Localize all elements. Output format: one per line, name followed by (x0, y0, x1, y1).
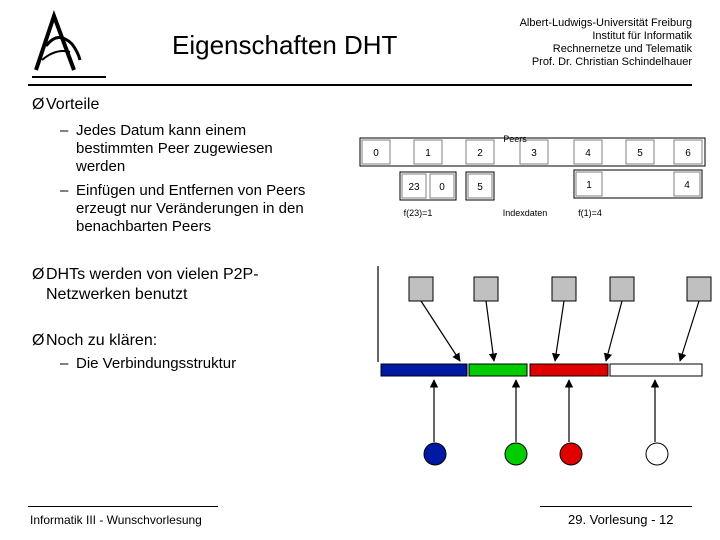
indexdaten-label: Indexdaten (503, 208, 548, 218)
sub-bullet: – Die Verbindungsstruktur (60, 355, 360, 375)
arrow (678, 300, 700, 362)
peer-cell (673, 139, 703, 165)
sub-bullet-line: Jedes Datum kann einem (76, 122, 247, 139)
value-cell (575, 171, 603, 197)
institution-line: Rechnernetze und Telematik (552, 43, 692, 55)
institution-block: Albert-Ludwigs-Universität Freiburg Inst… (520, 17, 692, 69)
dash-icon: – (60, 355, 69, 372)
footer-rule-left (28, 506, 218, 507)
peer-square (609, 276, 635, 302)
arrow (485, 300, 498, 362)
peer-square (686, 276, 712, 302)
bullet-vorteile: ØVorteile (32, 96, 99, 114)
range-segment-red (529, 363, 609, 377)
dash-icon: – (60, 122, 69, 139)
sub-bullet: – Einfügen und Entfernen von Peers erzeu… (60, 182, 360, 242)
bullet-text-continued: Netzwerken benutzt (46, 286, 188, 303)
peer-square (408, 276, 434, 302)
data-item-white (645, 442, 669, 466)
peer-id: 6 (685, 148, 691, 159)
range-segment-white (609, 363, 703, 377)
sub-bullet-line: Die Verbindungsstruktur (76, 355, 237, 372)
value-number: 5 (477, 182, 483, 193)
data-arrows (429, 379, 660, 442)
value-row: 23 0 5 1 4 (399, 169, 703, 201)
arrow (420, 300, 461, 362)
peer-row: 0 1 2 3 4 5 6 (359, 137, 706, 167)
peer-arrows (377, 266, 700, 362)
peer-cell (361, 139, 391, 165)
range-segment-green (468, 363, 528, 377)
peer-id: 0 (373, 148, 379, 159)
bullet-text: Vorteile (46, 96, 100, 113)
sub-bullet-line: Einfügen und Entfernen von Peers (76, 182, 306, 199)
footer-slide-number: 29. Vorlesung - 12 (568, 512, 674, 527)
arrow (551, 300, 565, 362)
hash-range-bar (380, 363, 703, 377)
sub-bullet-line: bestimmten Peer zugewiesen (76, 140, 273, 157)
peer-cell (465, 139, 495, 165)
hash-label-f23: f(23)=1 (404, 208, 433, 218)
peer-square (473, 276, 499, 302)
data-item-green (504, 442, 528, 466)
peer-square (551, 276, 577, 302)
value-number: 0 (439, 182, 445, 193)
value-cell (401, 173, 427, 199)
peer-row-border (359, 137, 706, 167)
bullet-dhts: ØDHTs werden von vielen P2P- (32, 266, 259, 284)
value-group-border (399, 171, 457, 201)
peer-id: 3 (531, 148, 537, 159)
data-item-blue (423, 442, 447, 466)
peer-cell (573, 139, 603, 165)
peer-id: 4 (585, 148, 591, 159)
peer-id: 2 (477, 148, 483, 159)
dash-icon: – (60, 182, 69, 199)
peers-label: Peers (503, 134, 527, 144)
institution-line: Institut für Informatik (592, 30, 692, 42)
bullet-text: Noch zu klären: (46, 332, 158, 349)
sub-bullet-line: benachbarten Peers (76, 218, 212, 235)
uni-freiburg-logo-icon (32, 9, 106, 78)
value-number: 1 (586, 180, 592, 191)
value-group-border (465, 171, 495, 201)
sub-bullet-line: werden (76, 158, 126, 175)
institution-line: Prof. Dr. Christian Schindelhauer (531, 56, 692, 68)
data-items (423, 442, 669, 466)
sub-bullet: – Jedes Datum kann einem bestimmten Peer… (60, 122, 360, 182)
peer-id: 1 (425, 148, 431, 159)
arrow (603, 300, 623, 362)
bullet-arrow-icon: Ø (32, 266, 45, 283)
peer-cell (519, 139, 549, 165)
header-rule (28, 84, 692, 86)
peer-squares (408, 276, 712, 302)
page-title: Eigenschaften DHT (172, 30, 398, 60)
bullet-arrow-icon: Ø (32, 96, 45, 113)
peer-cell (413, 139, 443, 165)
value-number: 4 (684, 180, 690, 191)
footer-rule-right (540, 506, 692, 507)
value-cell (429, 173, 455, 199)
value-number: 23 (408, 182, 420, 193)
hash-label-f1: f(1)=4 (578, 208, 602, 218)
institution-line: Albert-Ludwigs-Universität Freiburg (519, 17, 692, 29)
data-item-red (559, 442, 583, 466)
value-cell (467, 173, 493, 199)
value-cell (673, 171, 701, 197)
footer-course: Informatik III - Wunschvorlesung (30, 513, 202, 527)
value-group-border (573, 169, 703, 199)
range-segment-blue (380, 363, 468, 377)
bullet-arrow-icon: Ø (32, 332, 45, 349)
peer-id: 5 (637, 148, 643, 159)
peer-cell (625, 139, 655, 165)
bullet-noch-zu-klaeren: ØNoch zu klären: (32, 332, 157, 350)
bullet-text: DHTs werden von vielen P2P- (46, 266, 259, 283)
sub-bullet-line: erzeugt nur Veränderungen in den (76, 200, 304, 217)
